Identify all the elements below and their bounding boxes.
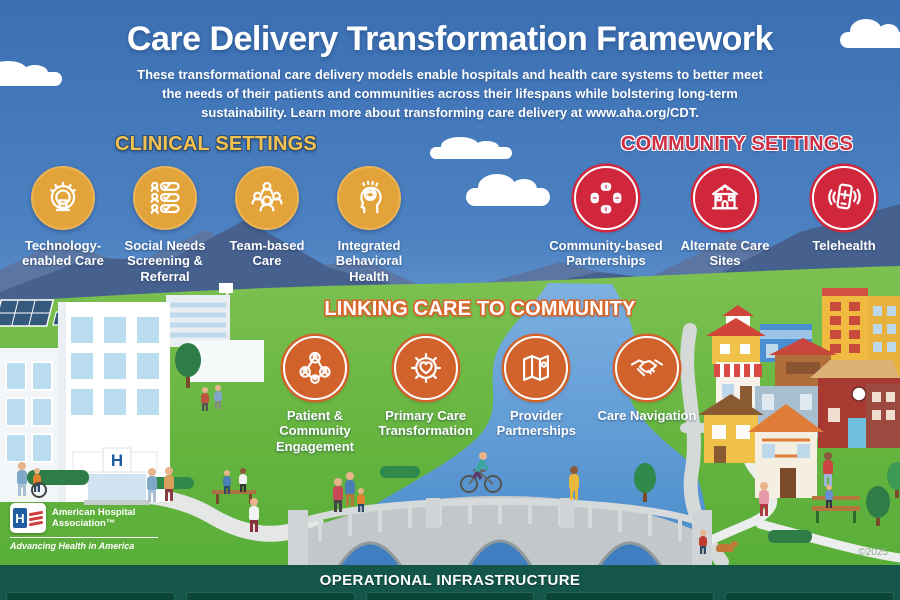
dog-illustration [716, 541, 738, 552]
person-illustration [200, 387, 210, 411]
person-illustration [356, 488, 366, 512]
clinical-item-technology-enabled-care: Technology-enabled Care [14, 166, 112, 284]
clinical-item-team-based-care: Team-based Care [218, 166, 316, 284]
clinical-item-integrated-behavioral-health: Integrated Behavioral Health [320, 166, 418, 284]
mri-scanner-icon [31, 166, 95, 230]
infrastructure-card [365, 592, 535, 600]
person-illustration [758, 482, 770, 516]
person-illustration [16, 462, 28, 496]
people-network-icon [283, 336, 347, 400]
person-illustration [222, 470, 232, 494]
operational-infrastructure-banner: OPERATIONAL INFRASTRUCTURE [0, 565, 900, 600]
community-settings-heading: COMMUNITY SETTINGS [620, 133, 854, 155]
infrastructure-card [545, 592, 715, 600]
linking-care-group: Patient & Community Engagement Primary C… [263, 336, 699, 454]
cloud-illustration [430, 137, 512, 159]
clinical-item-social-needs-screening: Social Needs Screening & Referral [116, 166, 214, 284]
flag-stripes-icon [29, 510, 43, 527]
person-illustration [822, 452, 834, 486]
person-illustration [238, 468, 248, 492]
person-illustration [344, 472, 356, 506]
telehealth-phone-icon [812, 166, 876, 230]
infrastructure-card [185, 592, 355, 600]
person-illustration [698, 530, 708, 554]
community-item-alternate-care-sites: Alternate Care Sites [667, 166, 783, 269]
page-title: Care Delivery Transformation Framework [126, 20, 774, 58]
community-item-telehealth: Telehealth [786, 166, 900, 269]
cloud-illustration [840, 19, 900, 48]
banner-label: OPERATIONAL INFRASTRUCTURE [319, 572, 581, 589]
community-item-partnerships: Community-based Partnerships [548, 166, 664, 269]
intro-text: These transformational care delivery mod… [137, 67, 763, 120]
person-illustration [248, 498, 260, 532]
gear-heart-icon [393, 336, 458, 400]
linking-care-heading: LINKING CARE TO COMMUNITY [324, 298, 636, 320]
handshake-icon [614, 336, 679, 400]
hospital-sign: H [111, 451, 123, 470]
aha-tagline: Advancing Health in America [10, 541, 135, 551]
clinical-settings-group: Technology-enabled Care Social Needs Scr… [14, 166, 418, 284]
person-illustration [824, 484, 834, 508]
aha-org-name: American Hospital Association™ [52, 506, 136, 529]
cloud-illustration [0, 60, 62, 86]
joined-hands-icon [574, 166, 638, 230]
care-team-icon [235, 166, 299, 230]
linking-item-care-navigation: Care Navigation [595, 336, 699, 454]
map-icon [504, 336, 569, 400]
infrastructure-card [6, 592, 175, 600]
clinical-settings-heading: CLINICAL SETTINGS [115, 133, 317, 155]
wheelchair-illustration [31, 482, 47, 498]
person-illustration [568, 466, 580, 500]
community-settings-group: Community-based Partnerships Alternate C… [548, 166, 900, 269]
cyclist-illustration [460, 452, 502, 493]
linking-item-primary-care-transformation: Primary Care Transformation [374, 336, 478, 454]
infrastructure-cards [6, 592, 894, 600]
divider [10, 537, 158, 538]
aha-logo: H American Hospital Association™ Advanci… [10, 503, 162, 551]
care-site-building-icon [693, 166, 757, 230]
town-illustration [698, 288, 900, 498]
copyright-text: ©2025 [858, 547, 888, 558]
person-illustration [332, 478, 344, 512]
linking-item-provider-partnerships: Provider Partnerships [484, 336, 588, 454]
cloud-illustration [466, 173, 550, 206]
screening-checklist-icon [133, 166, 197, 230]
person-illustration [146, 468, 158, 502]
infrastructure-card [725, 592, 894, 600]
person-illustration [213, 385, 223, 409]
person-illustration [163, 467, 175, 501]
linking-item-patient-community-engagement: Patient & Community Engagement [263, 336, 367, 454]
aha-emblem-icon: H [10, 503, 46, 533]
head-brain-icon [337, 166, 401, 230]
